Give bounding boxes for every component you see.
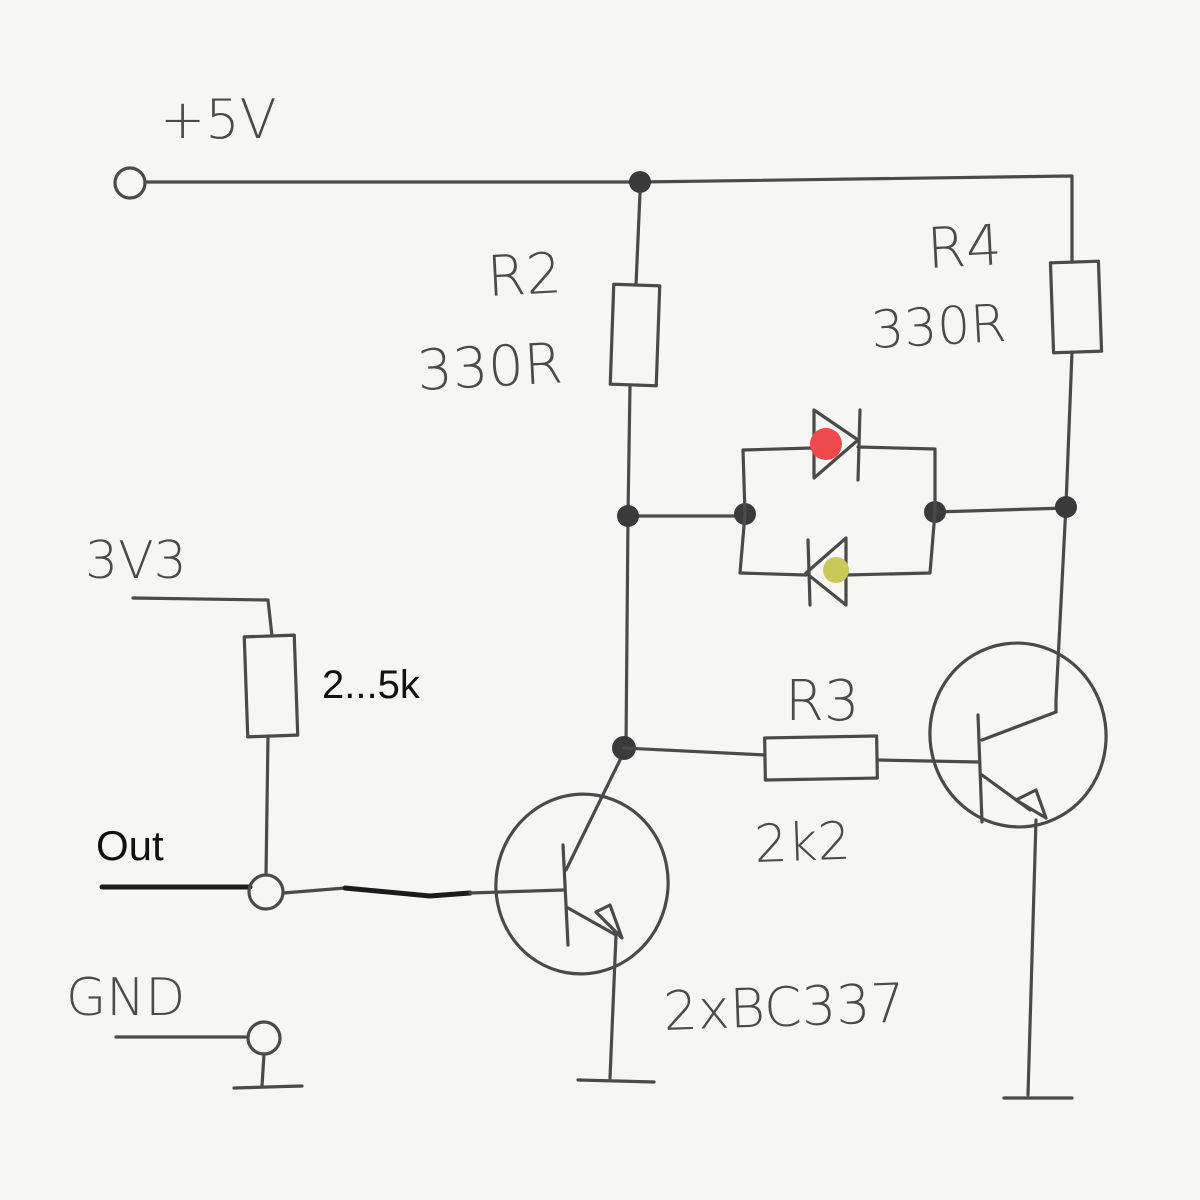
junction-r2-top [629,171,651,193]
junction-left-bridge [617,505,639,527]
r4-name: R4 [925,213,1003,282]
r3-wire-left [622,746,767,757]
r2-value: 330R [415,331,564,404]
led-loop-bottom [738,512,808,577]
led-loop-bottom-right [844,510,937,577]
led-red [810,408,862,482]
pullup-value: 2...5k [322,663,421,707]
base-wire-thin [281,886,347,895]
junction-right-bridge [1055,496,1077,518]
r4-resistor [1048,259,1104,355]
input-supply-label: 3V3 [85,531,187,591]
led-yellow [804,536,849,607]
r3-name: R3 [785,669,860,734]
r3-value: 2k2 [753,812,851,875]
r2-name: R2 [485,241,563,310]
t2-emitter-wire [1026,818,1038,1097]
pullup-resistor [242,633,300,739]
supply-terminal [113,166,147,200]
r3-wire-right [875,758,980,764]
t1-emitter-wire [608,933,618,1080]
r2-wire-top [634,191,642,287]
transistor-t1 [494,758,670,976]
led-loop-top-right [856,445,937,514]
t1-ground-bar [576,1078,656,1084]
base-wire-end [468,888,565,895]
ground-label: GND [66,968,185,1028]
ground-stem [260,1052,266,1088]
transistor-type-label: 2xBC337 [662,972,906,1043]
transistor-t2 [928,641,1108,829]
output-terminal [247,873,285,911]
led-bridge-right-wire [933,506,1068,514]
pullup-wire-top [131,596,274,638]
t1-collector-wire [618,383,632,762]
pullup-wire-bottom [264,734,270,877]
led-yellow-color-dot [823,557,849,583]
r2-resistor [608,282,662,388]
supply-label: +5V [160,88,277,151]
t2-collector-wire [1054,350,1074,714]
r4-value: 330R [870,294,1008,361]
ground-bar [232,1084,304,1090]
ground-terminal [246,1020,282,1056]
base-wire-bold [342,885,473,899]
supply-rail [143,174,1074,264]
led-red-color-dot [810,428,842,460]
output-label: Out [96,822,164,869]
r3-resistor [763,734,879,782]
led-loop-top [741,446,814,516]
